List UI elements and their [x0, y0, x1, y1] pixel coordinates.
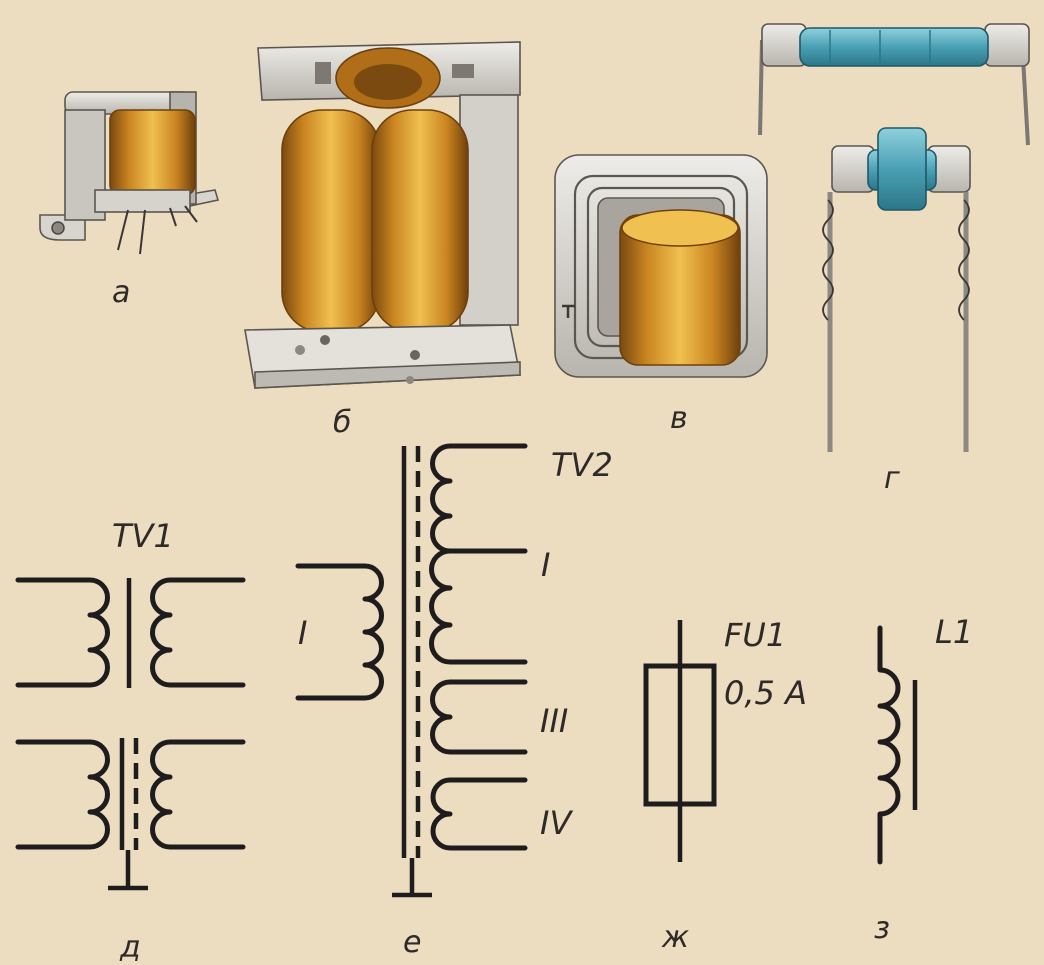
- panel-label-zh: ж: [661, 920, 689, 955]
- panel-label-d: д: [119, 930, 141, 965]
- tv1-transformer-symbols: [15, 577, 246, 891]
- tv2-winding-label: I: [541, 546, 550, 584]
- small-transformer-illustration: [39, 91, 220, 255]
- tv2-winding-label: III: [540, 702, 568, 740]
- tv2-transformer-symbol: [295, 443, 528, 898]
- inductor-symbol: [877, 625, 918, 865]
- tv2-designation: TV2: [551, 446, 613, 484]
- fuse-symbol: [643, 620, 717, 862]
- shell-core-transformer-illustration: [554, 154, 768, 378]
- panel-label-e: е: [403, 925, 421, 960]
- inductor-designation: L1: [935, 613, 973, 651]
- fuse-designation: FU1: [724, 616, 786, 654]
- tv2-primary-label: I: [298, 614, 307, 652]
- panel-label-a: а: [112, 275, 130, 310]
- tv2-winding-label: IV: [540, 804, 573, 842]
- wirewound-components-illustration: [758, 23, 1030, 452]
- large-transformer-illustration: [244, 41, 521, 389]
- panel-label-z: з: [874, 911, 890, 946]
- panel-label-b: б: [333, 405, 352, 440]
- fuse-rating: 0,5 A: [724, 674, 807, 712]
- panel-label-v: в: [670, 401, 688, 436]
- tv1-designation: TV1: [112, 517, 174, 555]
- panel-label-g: г: [884, 461, 900, 496]
